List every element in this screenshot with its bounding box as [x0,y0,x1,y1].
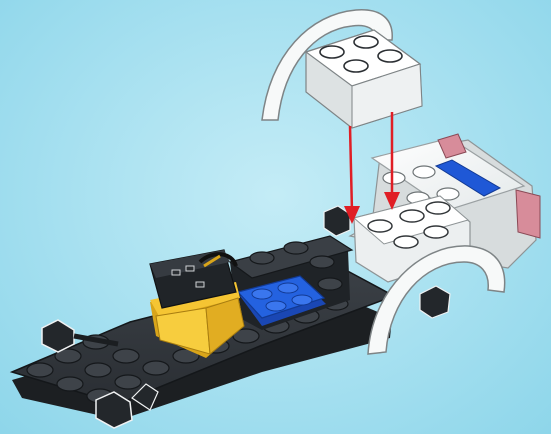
down-arrow-left [344,126,360,224]
rear-axle-connector-right [420,286,450,318]
new-white-brick-2x2 [306,30,422,128]
